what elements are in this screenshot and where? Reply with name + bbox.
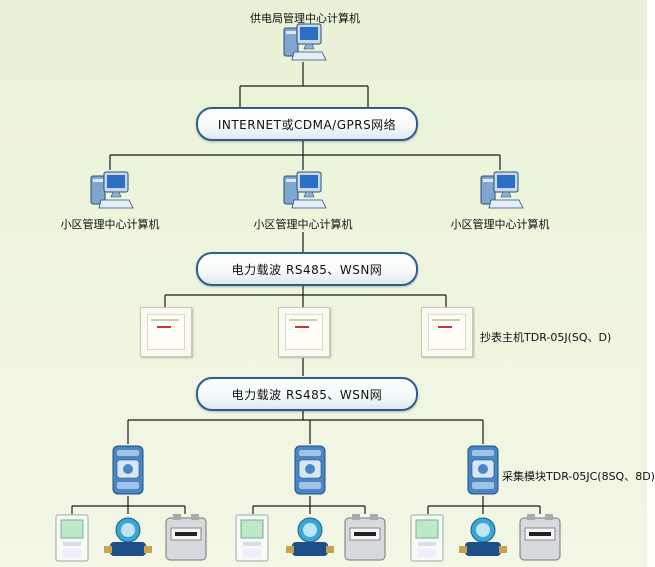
network-pill: INTERNET或CDMA/GPRS网络 (196, 107, 418, 141)
collector-label: 采集模块TDR-05JC(8SQ、8D) (502, 470, 655, 483)
concentrator-label: 抄表主机TDR-05J(SQ、D) (480, 331, 612, 344)
computer-icon (87, 170, 134, 212)
computer-icon (280, 22, 327, 64)
gas-meter-icon (344, 514, 386, 566)
electric-meter-icon (235, 514, 269, 566)
collector-module-icon (293, 444, 327, 495)
bus-pill-upper: 电力载波 RS485、WSN网 (196, 252, 418, 286)
water-meter-icon (286, 516, 334, 566)
gas-meter-icon (165, 514, 207, 566)
concentrator-panel-icon (140, 307, 192, 357)
electric-meter-icon (410, 514, 444, 566)
concentrator-panel-icon (278, 307, 330, 357)
computer-icon (280, 170, 327, 212)
bus-pill-lower: 电力载波 RS485、WSN网 (196, 377, 418, 411)
community-computer-label: 小区管理中心计算机 (60, 218, 160, 231)
collector-module-icon (466, 444, 500, 495)
electric-meter-icon (55, 514, 89, 566)
water-meter-icon (459, 516, 507, 566)
gas-meter-icon (519, 514, 561, 566)
community-computer-label: 小区管理中心计算机 (450, 218, 550, 231)
computer-icon (477, 170, 524, 212)
water-meter-icon (104, 516, 152, 566)
top-computer-label: 供电局管理中心计算机 (250, 12, 360, 25)
collector-module-icon (111, 444, 145, 495)
concentrator-panel-icon (421, 307, 473, 357)
community-computer-label: 小区管理中心计算机 (253, 218, 353, 231)
